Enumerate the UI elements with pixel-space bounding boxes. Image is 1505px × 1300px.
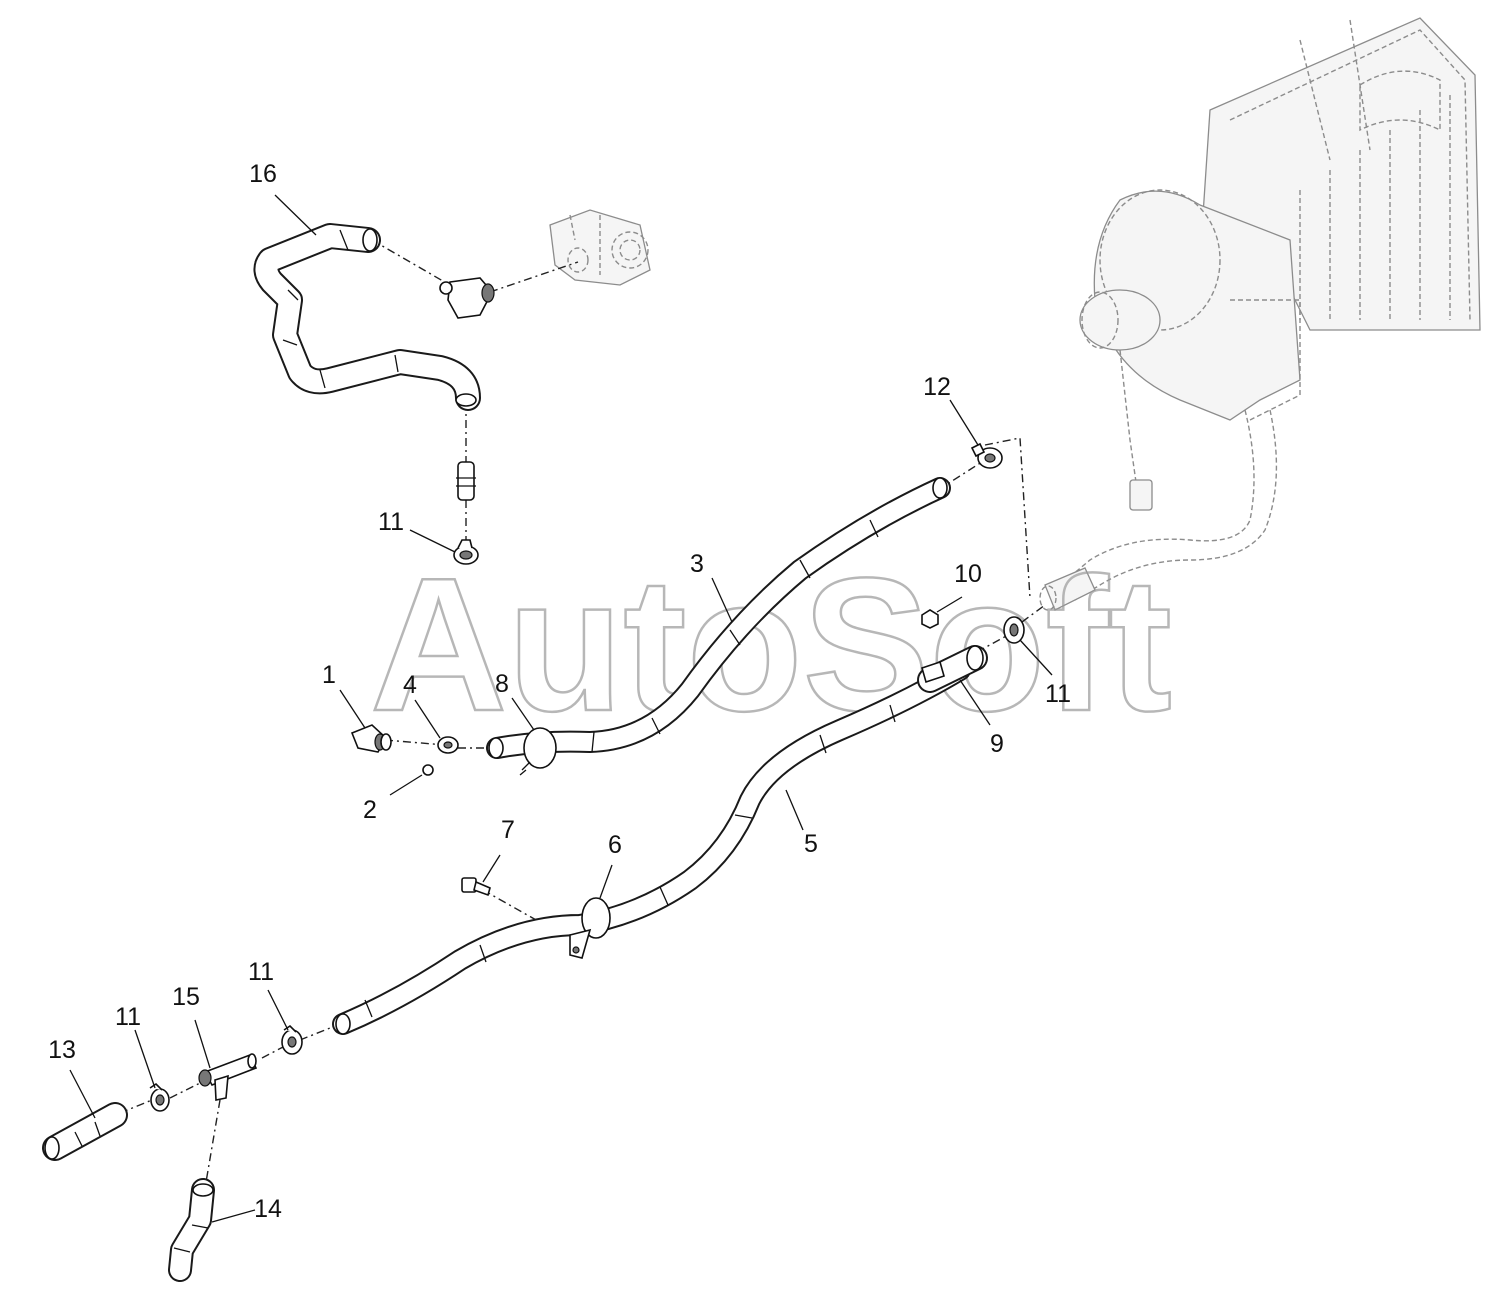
callout-7: 7: [501, 816, 515, 844]
callout-11-lower-mid: 11: [248, 958, 274, 986]
callout-13: 13: [48, 1036, 76, 1064]
hose-13: [42, 1102, 128, 1161]
callout-11-upper: 11: [378, 508, 404, 536]
callout-11-right: 11: [1045, 680, 1071, 708]
callout-1: 1: [322, 661, 336, 689]
clamp-4: [437, 736, 459, 754]
inline-connector: [456, 461, 476, 501]
callout-labels: 16 11 3 12 10 11 9 1 4 8 2 5 6 7 11 15 1…: [48, 160, 1071, 1223]
o-ring-2: [422, 764, 434, 776]
callout-16: 16: [249, 160, 277, 188]
tee-fitting-15: [198, 1053, 258, 1101]
callout-3: 3: [690, 550, 704, 578]
clamp-11-lower-mid: [281, 1024, 303, 1055]
clip-8: [519, 727, 557, 776]
elbow-fitting: [439, 277, 495, 319]
callout-6: 6: [608, 831, 622, 859]
hose-5: [332, 659, 971, 1035]
valve-body-ghost: [549, 209, 651, 286]
hose-14: [168, 1178, 215, 1282]
callout-11-lower-left: 11: [115, 1003, 141, 1031]
watermark-text: AutoSoft: [370, 539, 1172, 751]
callout-12: 12: [923, 373, 951, 401]
nut-10: [921, 609, 939, 629]
hose-3: [486, 477, 951, 759]
leader-lines: [69, 194, 1053, 1223]
callout-5: 5: [804, 830, 818, 858]
clamp-11-right: [1003, 616, 1025, 644]
clamp-12: [970, 442, 1003, 469]
callout-10: 10: [954, 560, 982, 588]
hose-9: [917, 645, 988, 693]
callout-2: 2: [363, 796, 377, 824]
bolt-7: [461, 877, 491, 897]
hose-16: [253, 223, 481, 411]
hvac-module-ghost: [1039, 17, 1481, 611]
fitting-1: [350, 724, 392, 753]
callout-14: 14: [254, 1195, 282, 1223]
callout-9: 9: [990, 730, 1004, 758]
callout-8: 8: [495, 670, 509, 698]
clamp-11-upper: [453, 539, 479, 565]
clamp-11-lower-left: [149, 1082, 170, 1112]
bracket-6: [569, 897, 611, 959]
callout-15: 15: [172, 983, 200, 1011]
callout-4: 4: [403, 671, 417, 699]
